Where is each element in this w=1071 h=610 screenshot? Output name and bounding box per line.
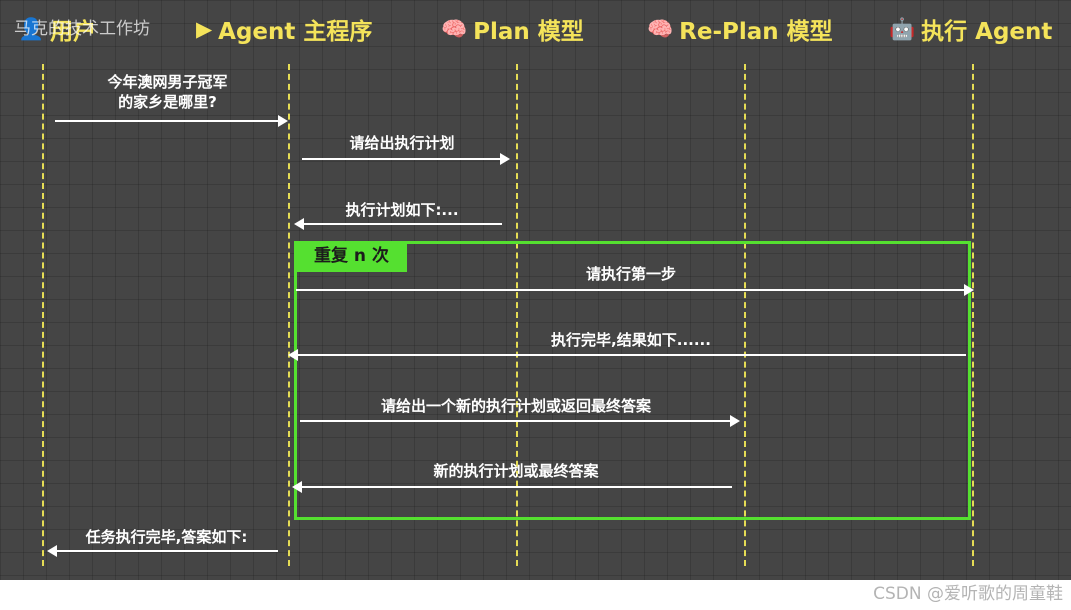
lifeline-replan [744, 64, 746, 566]
message-arrow [288, 349, 966, 361]
loop-label: 重复 n 次 [294, 241, 407, 272]
lifeline-plan [516, 64, 518, 566]
participant-agent-main: ▶Agent 主程序 [196, 12, 372, 46]
participant-user: 👤用户 [18, 12, 96, 46]
lifeline-agent-main [288, 64, 290, 566]
sequence-diagram: 👤用户▶Agent 主程序🧠Plan 模型🧠Re-Plan 模型🤖执行 Agen… [0, 0, 1071, 580]
message-label: 新的执行计划或最终答案 [433, 462, 599, 480]
message-label: 请执行第一步 [585, 265, 676, 283]
person-icon: 👤 [18, 16, 45, 41]
participant-replan: 🧠Re-Plan 模型 [647, 12, 833, 46]
credit-watermark: CSDN @爱听歌的周童鞋 [873, 584, 1063, 604]
participant-exec: 🤖执行 Agent [889, 12, 1052, 46]
participant-label: Plan 模型 [473, 19, 584, 45]
participant-label: Re-Plan 模型 [679, 19, 833, 45]
message-label: 任务执行完毕,答案如下: [85, 528, 248, 546]
message-arrow [292, 481, 732, 493]
message-arrow [302, 153, 510, 165]
message-label: 执行完毕,结果如下...... [551, 331, 711, 349]
lifeline-user [42, 64, 44, 566]
message-arrow [296, 284, 974, 296]
watermark-text: 马克的技术工作坊 [14, 19, 150, 39]
brain-icon: 🧠 [441, 16, 468, 41]
participant-plan: 🧠Plan 模型 [441, 12, 584, 46]
message-label: 请给出执行计划 [349, 134, 455, 152]
play-icon: ▶ [196, 17, 213, 41]
loop-frame [294, 241, 971, 520]
message-label: 请给出一个新的执行计划或返回最终答案 [380, 397, 651, 415]
participant-label: Agent 主程序 [218, 19, 373, 45]
message-label: 执行计划如下:... [345, 201, 459, 219]
robot-icon: 🤖 [889, 16, 916, 41]
lifeline-exec [972, 64, 974, 566]
message-arrow [300, 415, 740, 427]
message-arrow [294, 218, 502, 230]
brain-icon: 🧠 [647, 16, 674, 41]
message-label: 今年澳网男子冠军 的家乡是哪里? [107, 73, 228, 111]
participant-label: 执行 Agent [921, 19, 1053, 45]
message-arrow [47, 545, 278, 557]
message-arrow [55, 115, 288, 127]
participant-label: 用户 [50, 19, 97, 45]
